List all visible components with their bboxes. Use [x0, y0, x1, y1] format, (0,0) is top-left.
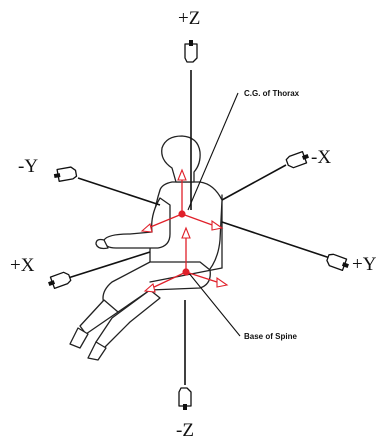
- thorax-reference-vectors: [140, 168, 224, 233]
- base-spine-point: [182, 268, 190, 276]
- thumb-icon-minus-z: [178, 387, 192, 410]
- thumb-icon-plus-x: [48, 271, 72, 290]
- thigh: [102, 261, 211, 313]
- label-minus-y: -Y: [18, 156, 38, 177]
- thumb-icon-minus-x: [285, 150, 309, 169]
- axis-lines: [67, 70, 331, 385]
- label-plus-x: +X: [10, 255, 35, 276]
- minus-x-axis-line: [221, 164, 287, 201]
- label-cg-thorax: C.G. of Thorax: [244, 89, 300, 98]
- spine-reference-vectors: [143, 226, 229, 293]
- cg-thorax-leader: [187, 92, 239, 211]
- label-plus-y: +Y: [352, 254, 377, 275]
- thumb-icon-plus-y: [326, 253, 349, 272]
- label-plus-z: +Z: [178, 8, 200, 29]
- seated-human-figure: [69, 135, 223, 361]
- thumb-icon-minus-y: [53, 166, 78, 182]
- plus-y-axis-line: [221, 221, 331, 259]
- foot: [69, 327, 89, 349]
- cg-thorax-point: [178, 210, 186, 218]
- label-base-spine: Base of Spine: [244, 332, 297, 341]
- base-spine-leader: [187, 271, 241, 337]
- label-minus-z: -Z: [176, 420, 194, 441]
- plus-x-axis-line: [67, 251, 151, 279]
- minus-y-axis-line: [77, 177, 161, 206]
- thumb-icon-plus-z: [184, 40, 198, 63]
- label-minus-x: -X: [311, 147, 331, 168]
